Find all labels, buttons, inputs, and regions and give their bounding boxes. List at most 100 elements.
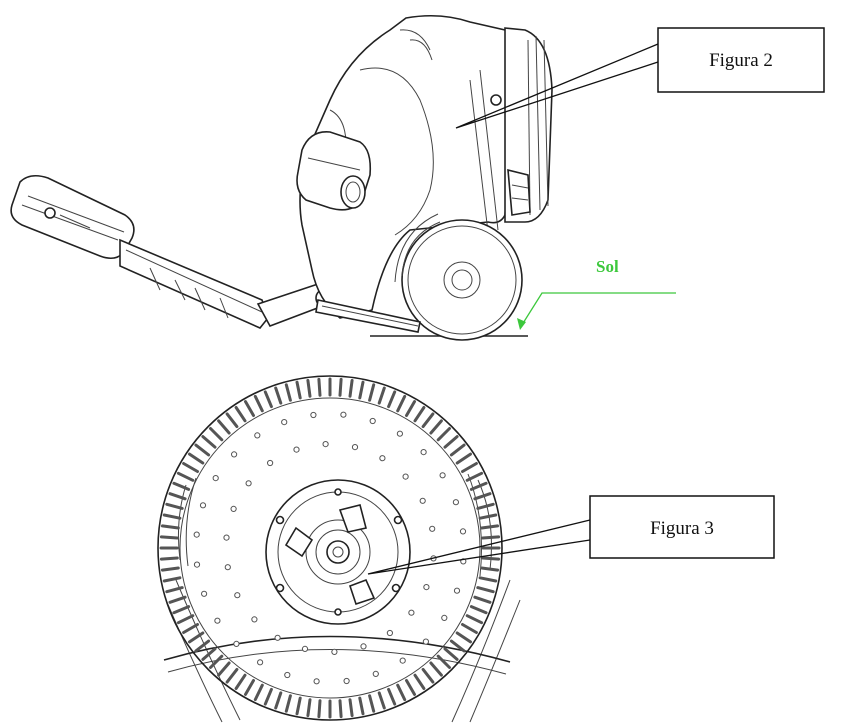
bristle-tuft: [405, 679, 416, 696]
mount-hole: [231, 451, 238, 458]
mount-hole: [351, 444, 359, 451]
bristle-tuft: [455, 452, 472, 465]
bristle-tuft: [358, 380, 365, 400]
bristle-tuft: [162, 576, 182, 583]
mount-hole: [453, 587, 461, 594]
bristle-tuft: [429, 661, 443, 677]
bristle-tuft: [443, 647, 459, 661]
bristle-tuft: [465, 614, 484, 625]
bristle-tuft: [194, 639, 211, 653]
bristle-tuft: [338, 377, 343, 397]
bristle-tuft: [306, 378, 312, 398]
bristle-tuft: [387, 687, 397, 706]
mount-hole: [452, 499, 459, 506]
bristle-tuft: [201, 435, 217, 449]
bristle-tuft: [405, 400, 416, 417]
mount-hole: [214, 617, 221, 624]
bristle-tuft: [338, 699, 343, 719]
mount-hole: [274, 634, 281, 641]
bristle-tuft: [209, 427, 224, 442]
brush-hub: [265, 479, 411, 625]
bristle-tuft: [478, 576, 498, 583]
mount-hole: [257, 659, 264, 666]
bristle-tuft: [253, 683, 264, 702]
bristle-tuft: [172, 481, 191, 491]
bristle-tuft: [473, 595, 492, 604]
mount-hole: [386, 629, 393, 637]
mount-hole: [267, 459, 274, 467]
bristle-tuft: [396, 394, 407, 413]
mount-hole: [441, 614, 448, 622]
bristle-tuft: [182, 623, 199, 634]
bristle-tuft: [201, 647, 217, 661]
brush-bristles: [159, 377, 501, 719]
bristle-tuft: [225, 412, 239, 429]
mount-hole: [201, 590, 208, 597]
bristle-tuft: [176, 471, 195, 482]
bristle-tuft: [480, 524, 500, 530]
mount-hole: [340, 411, 347, 418]
bristle-tuft: [172, 605, 191, 615]
ground-pointer-arrowhead: [517, 318, 526, 330]
bristle-tuft: [263, 390, 273, 409]
bristle-tuft: [348, 698, 354, 718]
mount-hole: [233, 640, 240, 648]
bristle-tuft: [165, 502, 184, 510]
mount-hole: [429, 525, 436, 532]
mount-hole: [251, 616, 258, 623]
bristle-tuft: [284, 694, 292, 713]
bristle-tuft: [481, 556, 501, 561]
figure3-pointer: [367, 519, 591, 575]
bristle-tuft: [461, 623, 478, 634]
bristle-tuft: [368, 383, 376, 402]
mount-hole: [293, 446, 300, 453]
bristle-tuft: [413, 673, 426, 690]
mount-hole: [331, 648, 338, 656]
bristle-tuft: [421, 667, 435, 684]
mount-hole: [193, 531, 200, 538]
bristle-tuft: [317, 699, 322, 719]
mount-hole: [199, 502, 207, 509]
mount-hole: [223, 534, 230, 541]
bristle-tuft: [317, 377, 322, 397]
bristle-tuft: [274, 386, 283, 405]
bristle-tuft: [469, 481, 488, 491]
ground-annotation: Sol: [517, 257, 676, 330]
ground-label: Sol: [596, 257, 619, 276]
mount-hole: [459, 528, 467, 535]
bristle-tuft: [449, 639, 466, 653]
bristle-tuft: [234, 406, 247, 423]
bristle-tuft: [368, 694, 376, 713]
mount-hole: [245, 480, 252, 487]
mount-hole: [439, 472, 446, 479]
squeegee: [315, 299, 421, 333]
brush-mount-holes: [193, 411, 467, 685]
bristle-tuft: [168, 492, 187, 501]
mount-hole: [230, 505, 237, 512]
bristle-tuft: [455, 631, 472, 644]
bristle-tuft: [461, 462, 478, 473]
bristle-tuft: [165, 586, 184, 594]
mount-hole: [310, 411, 317, 419]
bristle-tuft: [162, 513, 182, 520]
bristle-tuft: [209, 654, 224, 669]
brush-outer-ring: [157, 375, 503, 721]
machine-body: [296, 14, 518, 319]
bristle-tuft: [306, 698, 312, 718]
mount-hole: [419, 497, 426, 504]
rear-wheel: [394, 213, 523, 341]
bristle-tuft: [188, 631, 205, 644]
mount-hole: [313, 678, 320, 685]
bristle-tuft: [244, 400, 255, 417]
mount-hole: [379, 455, 386, 462]
bristle-tuft: [469, 605, 488, 615]
mount-hole: [402, 473, 409, 480]
bristle-tuft: [429, 419, 443, 435]
bristle-tuft: [480, 566, 500, 572]
mount-hole: [396, 430, 403, 437]
bristle-tuft: [348, 378, 354, 398]
mount-hole: [372, 670, 379, 678]
mount-hole: [369, 417, 376, 425]
mount-hole: [343, 677, 350, 685]
